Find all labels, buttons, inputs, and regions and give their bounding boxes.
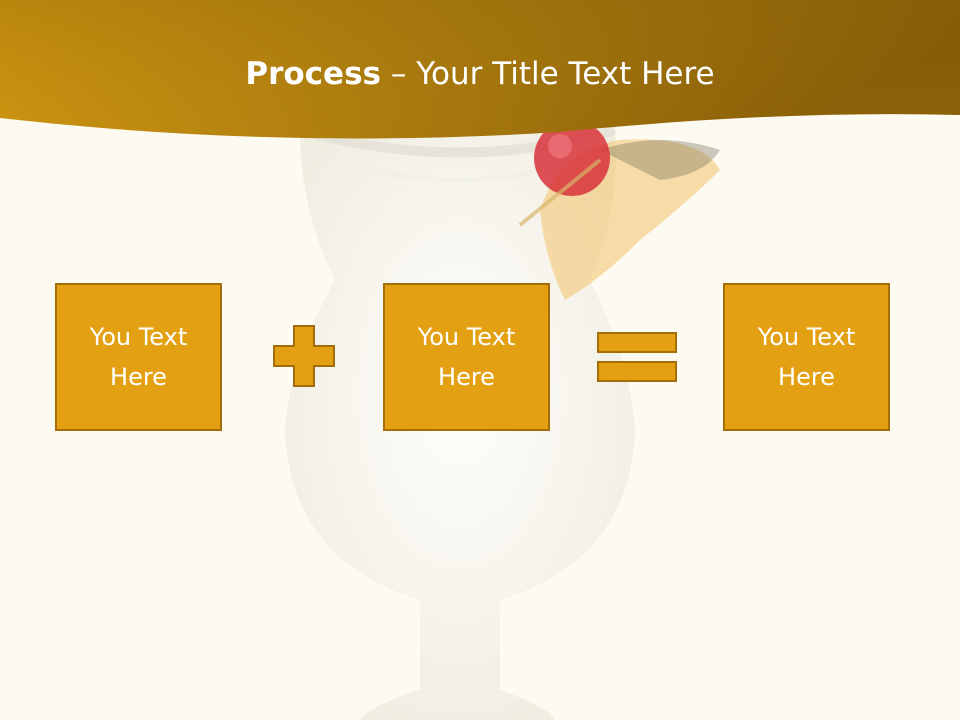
title-rest-text: – Your Title Text Here [381,56,715,92]
process-box-3[interactable]: You Text Here [723,283,890,431]
process-box-1[interactable]: You Text Here [55,283,222,431]
process-box-2[interactable]: You Text Here [383,283,550,431]
process-box-3-label: You Text Here [757,323,856,391]
slide-title: Process – Your Title Text Here [0,52,960,96]
plus-icon [273,325,335,387]
equals-icon [597,332,677,382]
process-box-1-label: You Text Here [89,323,188,391]
title-bold-text: Process [245,56,381,92]
process-box-2-label: You Text Here [417,323,516,391]
header-band [0,0,960,139]
